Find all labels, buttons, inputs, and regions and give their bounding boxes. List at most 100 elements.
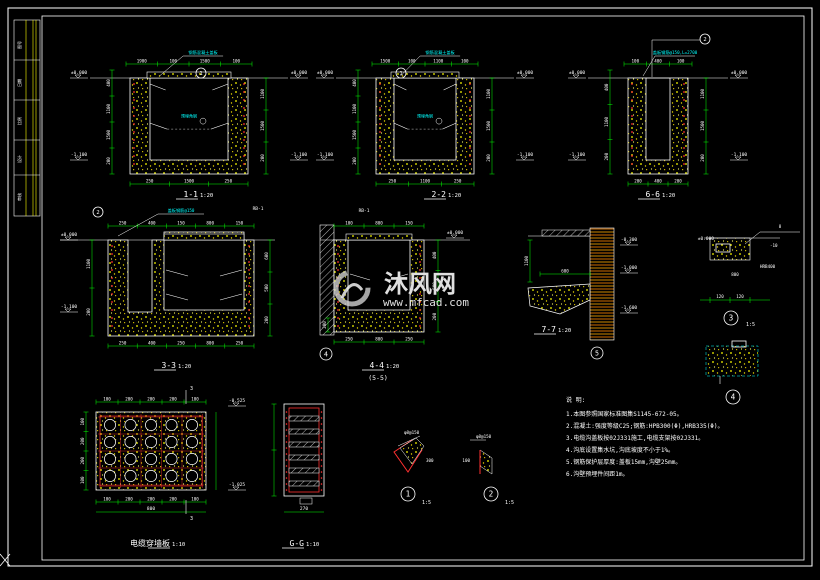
rebar-dot — [320, 465, 323, 467]
dimension-text: 1500 — [184, 179, 195, 184]
leader-line — [397, 435, 421, 447]
dimension-text: 1100 — [433, 59, 444, 64]
dimension-text: 1100 — [260, 88, 265, 99]
notes-line: 3.电缆沟盖板按02J331施工,电缆支架按02J331。 — [566, 434, 704, 442]
cover-slab — [390, 71, 460, 79]
rebar-dot — [111, 245, 113, 247]
dimension-text: 200 — [486, 154, 491, 162]
cable-hole — [104, 470, 116, 482]
dimension-text: 600 — [561, 269, 569, 274]
rebar-dot — [248, 245, 250, 247]
dimension-text: 1100 — [352, 103, 357, 114]
rebar-dot — [337, 317, 339, 319]
dimension-text: 1100 — [700, 88, 705, 99]
cable-hole — [186, 453, 198, 465]
dimension-text: 1100 — [86, 258, 91, 269]
dimension-text: 400 — [148, 221, 156, 226]
rebar-dot — [320, 417, 323, 419]
rebar-dot — [243, 131, 245, 133]
rebar-dot — [243, 139, 245, 141]
detail-bubble-label: 3 — [729, 314, 734, 323]
level-marker — [734, 74, 742, 79]
rebar-dot — [683, 123, 685, 125]
rebar-dot — [111, 269, 113, 271]
rebar-dot — [320, 441, 323, 443]
dimension-text: 250 — [146, 179, 154, 184]
dimension-text: 200 — [147, 397, 155, 402]
section-scale: 1:20 — [200, 193, 213, 199]
section-caption: 2-2 — [432, 190, 447, 199]
concrete-haunch — [527, 283, 591, 315]
watermark-url: www.mfcad.com — [383, 296, 469, 309]
dimension-text: 400 — [148, 341, 156, 346]
cable-bracket — [393, 122, 408, 130]
dimension-text: 200 — [80, 456, 85, 464]
dimension-text: 200 — [169, 397, 177, 402]
cable-hole — [104, 436, 116, 448]
level-label: -1.100 — [317, 152, 334, 158]
rebar-dot — [285, 417, 288, 419]
rebar-dot — [320, 423, 323, 425]
rebar-dot — [683, 139, 685, 141]
cable-bracket — [149, 122, 168, 130]
rebar-dot — [631, 107, 633, 109]
level-label: -1.100 — [71, 152, 88, 158]
detail-4: 4 — [705, 340, 759, 405]
dimension-text: 250 — [389, 179, 397, 184]
dimension-text: 400 — [654, 179, 662, 184]
dimension-text: 1500 — [200, 59, 211, 64]
level-marker — [64, 236, 72, 241]
notes-line: 2.混凝土:强度等级C25;钢筋:HPB300(Φ),HRB335(Φ)。 — [566, 422, 724, 430]
level-marker — [734, 156, 742, 161]
section-scale: 1:5 — [505, 500, 514, 506]
detail-bubble-label: 1 — [406, 490, 411, 499]
cable-hole — [145, 436, 157, 448]
inner-frame — [41, 15, 805, 561]
detail-bubble — [400, 486, 416, 502]
corner-mark — [0, 553, 11, 567]
detail-label: 800 — [731, 272, 739, 277]
cable-bracket — [165, 269, 189, 277]
detail-body — [399, 437, 425, 465]
rebar-dot — [243, 99, 245, 101]
rebar-dot — [469, 139, 471, 141]
rebar-dot — [337, 325, 339, 327]
rebar-dot — [683, 107, 685, 109]
level-label: -1.000 — [621, 265, 638, 271]
rebar-dot — [631, 115, 633, 117]
cover-slab — [146, 71, 232, 79]
rebar-dot — [379, 131, 381, 133]
detail-body — [705, 345, 759, 377]
rebar-dot — [379, 99, 381, 101]
section-caption: 4-4 — [370, 361, 385, 370]
leader-text: 预埋角钢 — [417, 112, 433, 118]
rebar-dot — [111, 253, 113, 255]
cover-slab — [163, 233, 245, 241]
rebar-dot — [379, 139, 381, 141]
dimension-text: 500 — [432, 282, 437, 290]
rebar-dot — [683, 115, 685, 117]
cable-bracket — [387, 273, 409, 281]
rebar-dot — [631, 91, 633, 93]
rebar-dot — [683, 147, 685, 149]
rebar-dot — [285, 411, 288, 413]
section-caption: 3-3 — [162, 361, 177, 370]
cable-hole — [186, 470, 198, 482]
level-label: ±0.000 — [517, 70, 534, 76]
dimension-text: 800 — [206, 221, 214, 226]
detail-bubble — [92, 206, 104, 218]
section-caption: G-G — [290, 539, 305, 548]
dimension-text: 400 — [654, 59, 662, 64]
detail-bubble — [195, 67, 207, 79]
cable-hole — [145, 453, 157, 465]
level-label: -1.100 — [569, 152, 586, 158]
detail-label: φ8@150 — [404, 430, 420, 435]
dimension-text: 400 — [106, 79, 111, 87]
dimension-text: 250 — [225, 179, 233, 184]
level-label: -1.100 — [61, 304, 78, 310]
leader-text: 盖板钢筋@150,L=2700 — [653, 49, 698, 56]
dimension-text: 250 — [236, 341, 244, 346]
section-caption: 7-7 — [542, 325, 557, 334]
cable-hole — [186, 419, 198, 431]
dimension-text: 200 — [106, 157, 111, 165]
